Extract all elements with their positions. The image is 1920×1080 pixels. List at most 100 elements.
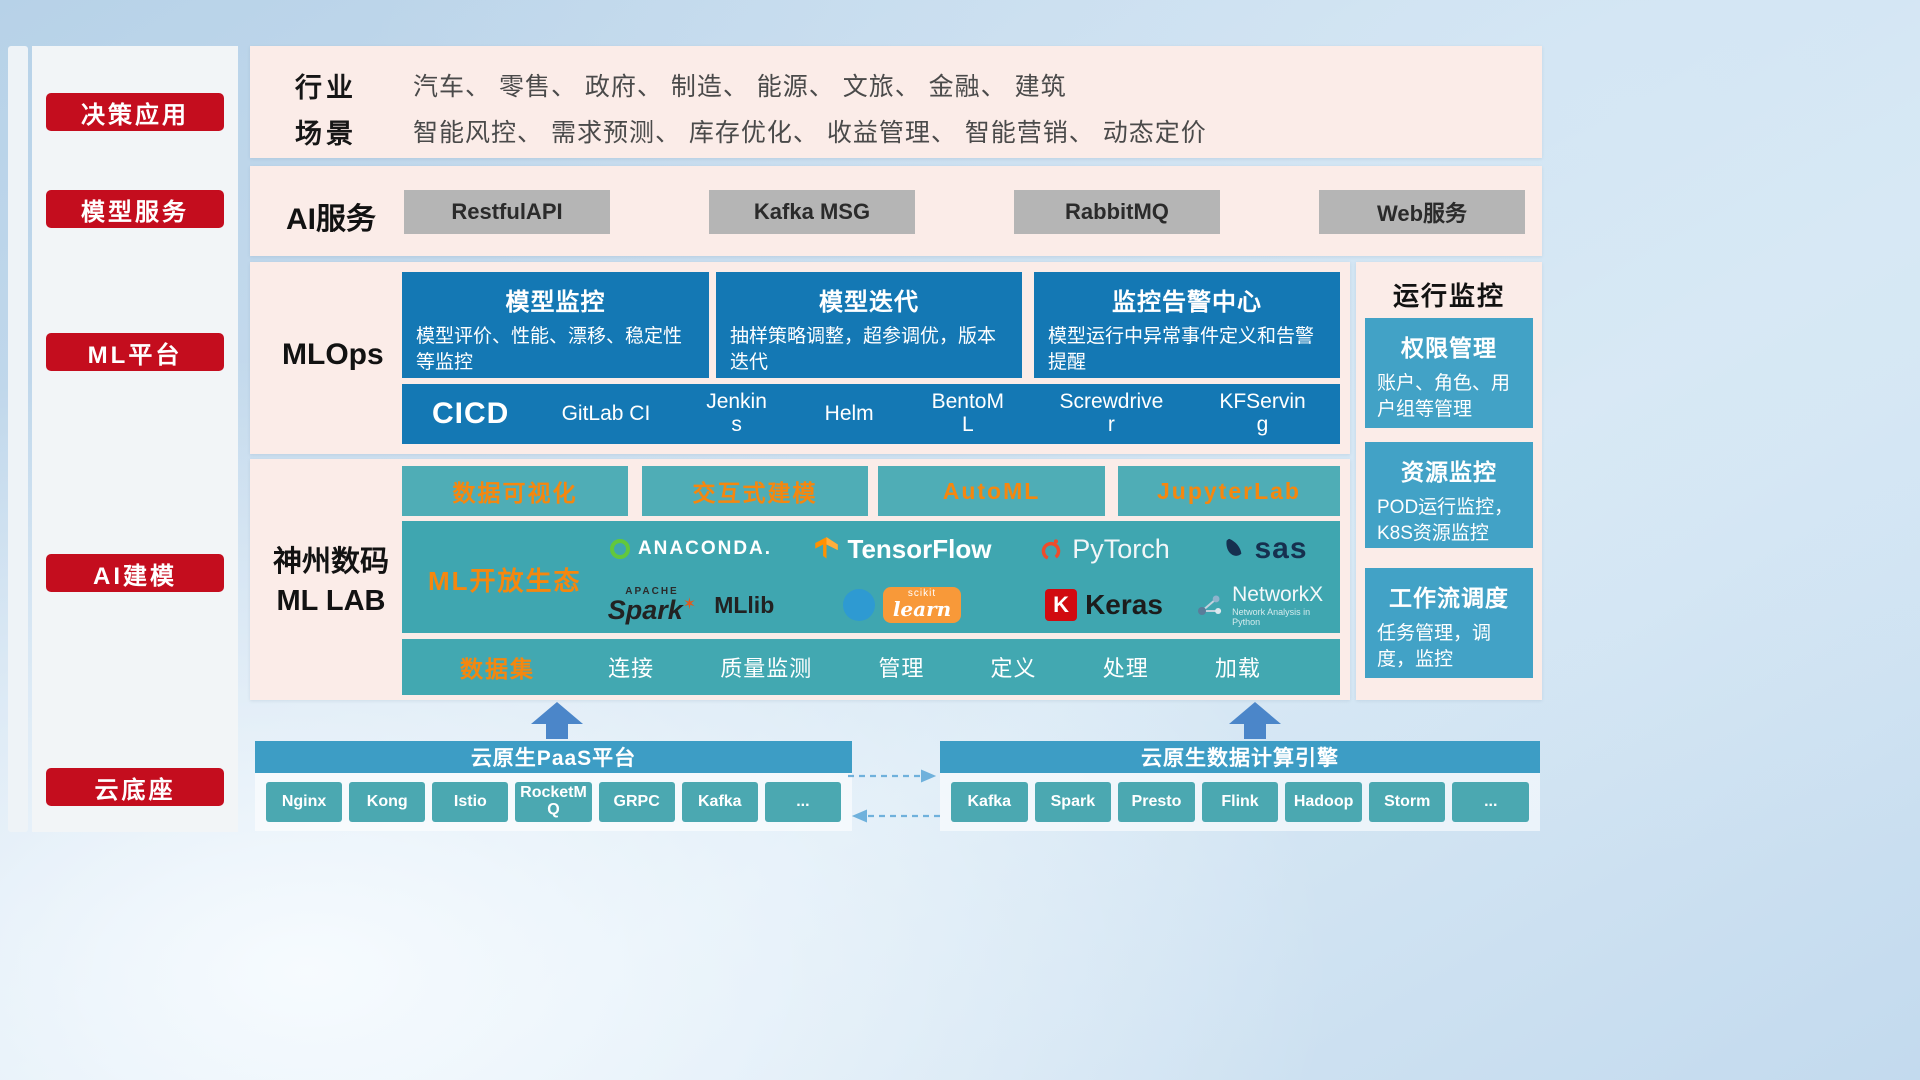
tech-more: ... [1452,782,1530,822]
ml-lab-panel: 神州数码 ML LAB 数据可视化 交互式建模 AutoML JupyterLa… [250,459,1350,700]
scenario-list: 智能风控、 需求预测、 库存优化、 收益管理、 智能营销、 动态定价 [413,119,1207,147]
keras-wordmark: Keras [1085,589,1163,620]
sas-logo: sas [1196,521,1334,577]
cicd-item-jenkins: Jenkins [706,390,767,436]
tech-more: ... [764,782,841,822]
tech-storm: Storm [1368,782,1446,822]
ecosystem-logo-grid: ANACONDA. TensorFlow PyTorch [590,521,1334,633]
service-restfulapi: RestfulAPI [404,190,610,234]
run-monitoring-title: 运行监控 [1392,281,1505,311]
pytorch-wordmark: PyTorch [1072,533,1170,564]
card-model-monitoring: 模型监控 模型评价、性能、漂移、稳定性等监控 [402,272,709,378]
layer-label-decision-app: 决策应用 [46,93,224,131]
tech-flink: Flink [1201,782,1279,822]
paas-platform-body: Nginx Kong Istio RocketMQ GRPC Kafka ... [255,773,852,831]
layer-sidebar: 决策应用 模型服务 ML平台 AI建模 云底座 [32,46,238,832]
card-title: 模型监控 [505,289,606,316]
cicd-bar: CICD GitLab CI Jenkins Helm BentoML Scre… [402,384,1340,444]
dataset-items: 连接 质量监测 管理 定义 处理 加载 [575,651,1294,683]
industry-label: 行业 [295,73,357,103]
layer-label-cloud-base: 云底座 [46,768,224,806]
card-workflow-scheduling: 工作流调度 任务管理，调度，监控 [1365,568,1533,678]
tech-spark: Spark [1034,782,1112,822]
sas-icon [1226,538,1242,556]
layer-label-ai-modeling: AI建模 [46,554,224,592]
mlops-panel: MLOps 模型监控 模型评价、性能、漂移、稳定性等监控 模型迭代 抽样策略调整… [250,262,1350,454]
networkx-logo: NetworkX Network Analysis in Python [1196,577,1334,633]
card-resource-monitoring: 资源监控 POD运行监控，K8S资源监控 [1365,442,1533,548]
paas-platform-header: 云原生PaaS平台 [255,741,852,773]
learn-label: learn [892,597,952,621]
layer-label-ml-platform: ML平台 [46,333,224,371]
tool-interactive-modeling: 交互式建模 [642,466,868,516]
card-model-iteration: 模型迭代 抽样策略调整，超参调优，版本迭代 [716,272,1022,378]
service-rabbitmq: RabbitMQ [1014,190,1220,234]
mllib-wordmark: MLlib [714,591,775,618]
ai-service-label: AI服务 [286,203,376,236]
tech-kafka: Kafka [951,782,1028,822]
up-arrow-head [531,702,583,724]
up-arrow-stem [546,724,568,739]
tech-rocketmq: RocketMQ [515,782,592,822]
data-engine-header: 云原生数据计算引擎 [940,741,1540,773]
tool-automl: AutoML [878,466,1105,516]
card-permission-mgmt: 权限管理 账户、角色、用户组等管理 [1365,318,1533,428]
data-engine-body: Kafka Spark Presto Flink Hadoop Storm ..… [940,773,1540,831]
apache-label: APACHE [625,585,679,597]
card-desc: 抽样策略调整，超参调优，版本迭代 [730,326,997,373]
cicd-item-helm: Helm [824,401,874,425]
ml-lab-label-line2: ML LAB [276,585,386,618]
pytorch-logo: PyTorch [1012,521,1196,577]
dashed-connector-arrows [848,769,940,823]
up-arrow-paas [531,702,583,740]
dataset-item-manage: 管理 [878,656,925,681]
dataset-item-define: 定义 [990,656,1037,681]
cicd-item-gitlab-ci: GitLab CI [561,401,651,425]
dataset-item-connect: 连接 [608,656,655,681]
scikit-learn-wordmark: scikit learn [882,587,962,623]
dataset-item-process: 处理 [1102,656,1149,681]
ml-lab-label: 神州数码 ML LAB [260,543,402,621]
cicd-item-screwdriver: Screwdriver [1059,390,1164,436]
industry-list: 汽车、 零售、 政府、 制造、 能源、 文旅、 金融、 建筑 [413,73,1067,101]
cicd-item-bentoml: BentoML [931,390,1004,436]
tensorflow-wordmark: TensorFlow [847,533,992,564]
service-web: Web服务 [1319,190,1525,234]
card-title: 模型迭代 [819,289,919,316]
card-desc: 任务管理，调度，监控 [1377,623,1492,670]
pytorch-icon [1041,539,1061,561]
up-arrow-head [1229,702,1281,724]
card-desc: POD运行监控，K8S资源监控 [1377,497,1514,544]
networkx-icon [1198,595,1222,616]
sas-wordmark: sas [1254,532,1308,565]
spark-star-icon: ✶ [682,595,697,613]
ml-lab-label-line1: 神州数码 [272,546,389,578]
ai-service-panel: AI服务 RestfulAPI Kafka MSG RabbitMQ Web服务 [250,166,1542,256]
tensorflow-logo: TensorFlow [792,521,1012,577]
dataset-label: 数据集 [460,656,535,682]
tech-kong: Kong [349,782,426,822]
networkx-subtitle: Network Analysis in Python [1232,606,1311,628]
cicd-item-kfserving: KFServing [1219,390,1306,436]
layer-label-model-service: 模型服务 [46,190,224,228]
cicd-label: CICD [432,397,510,430]
tech-presto: Presto [1118,782,1195,822]
tensorflow-icon [814,536,838,558]
left-edge-bar [8,46,28,832]
dataset-item-quality: 质量监测 [720,656,813,681]
card-desc: 模型运行中异常事件定义和告警提醒 [1048,326,1315,373]
ml-open-ecosystem-box: ML开放生态 ANACONDA. TensorFlow [402,521,1340,633]
run-monitoring-panel: 运行监控 权限管理 账户、角色、用户组等管理 资源监控 POD运行监控，K8S资… [1356,262,1542,700]
tool-data-visualization: 数据可视化 [402,466,628,516]
dataset-item-load: 加载 [1214,656,1261,681]
up-arrow-engine [1229,702,1281,740]
dataset-bar: 数据集 连接 质量监测 管理 定义 处理 加载 [402,639,1340,695]
anaconda-icon [609,539,630,559]
service-kafka-msg: Kafka MSG [709,190,915,234]
spark-mllib-logo: APACHE Spark✶ MLlib [590,577,792,633]
keras-logo: K Keras [1012,577,1196,633]
up-arrow-stem [1244,724,1266,739]
card-title: 权限管理 [1401,335,1497,361]
keras-icon: K [1045,589,1078,621]
card-alert-center: 监控告警中心 模型运行中异常事件定义和告警提醒 [1034,272,1340,378]
